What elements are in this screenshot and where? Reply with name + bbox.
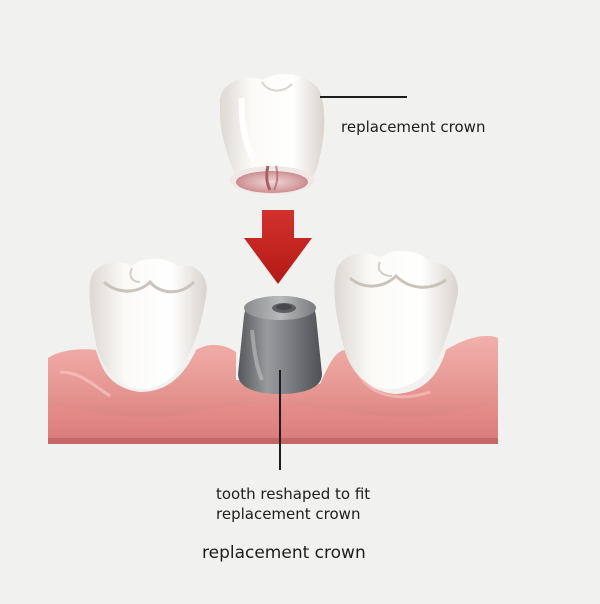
molar-icon bbox=[334, 250, 458, 390]
down-arrow-icon bbox=[244, 210, 312, 284]
stump-label-line1: tooth reshaped to fit bbox=[216, 485, 371, 503]
stump-label: tooth reshaped to fit replacement crown bbox=[216, 484, 370, 524]
stump-label-line2: replacement crown bbox=[216, 505, 361, 523]
crown-label: replacement crown bbox=[341, 118, 486, 136]
tooth-stump-icon bbox=[238, 296, 322, 394]
molar-icon bbox=[89, 258, 207, 389]
crown-icon bbox=[219, 73, 325, 194]
diagram-caption: replacement crown bbox=[202, 543, 366, 563]
